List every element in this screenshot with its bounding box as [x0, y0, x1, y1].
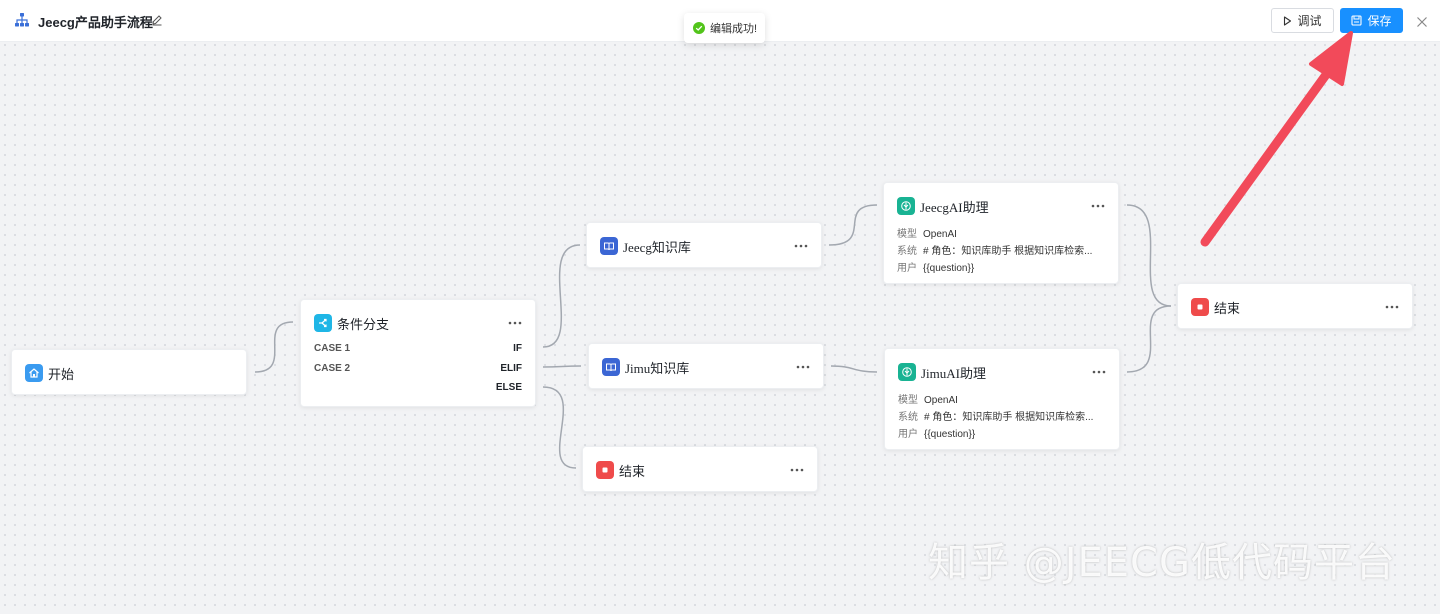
debug-button[interactable]: 调试 — [1271, 8, 1334, 33]
more-icon[interactable] — [795, 360, 811, 374]
model-key: 模型 — [897, 229, 917, 240]
book-icon — [600, 237, 618, 255]
play-icon — [1284, 15, 1292, 26]
more-icon[interactable] — [789, 463, 805, 477]
more-icon[interactable] — [507, 316, 523, 330]
case-condition: ELSE — [495, 382, 522, 393]
org-chart-icon — [15, 13, 29, 27]
user-row: 用户 {{question}} — [898, 425, 975, 440]
case-condition: IF — [513, 343, 522, 354]
branch-icon — [314, 314, 332, 332]
node-start[interactable]: 开始 — [11, 349, 247, 395]
model-value: OpenAI — [924, 395, 958, 406]
node-kb-jimu-title: Jimu知识库 — [625, 360, 690, 376]
system-key: 系统 — [898, 412, 918, 423]
model-row: 模型 OpenAI — [897, 225, 957, 240]
watermark: 知乎 @JEECG低代码平台 — [928, 540, 1396, 586]
system-row: 系统 # 角色：知识库助手 根据知识库检索... — [897, 242, 1092, 257]
edge-start-branch — [254, 321, 294, 373]
model-row: 模型 OpenAI — [898, 391, 958, 406]
node-kb-jeecg[interactable]: Jeecg知识库 — [586, 222, 822, 268]
check-circle-icon — [693, 22, 705, 34]
edit-title-icon[interactable] — [151, 14, 163, 26]
edge-ai-jeecg-end — [1126, 204, 1172, 307]
user-key: 用户 — [898, 429, 918, 440]
more-icon[interactable] — [1091, 365, 1107, 379]
more-icon[interactable] — [1384, 300, 1400, 314]
ai-icon — [897, 197, 915, 215]
edge-ai-jimu-end — [1126, 305, 1172, 373]
node-branch-title: 条件分支 — [337, 316, 390, 332]
edge-else-end-mid — [542, 386, 577, 469]
annotation-arrow — [1200, 31, 1353, 247]
node-end-mid[interactable]: 结束 — [582, 446, 818, 492]
debug-button-label: 调试 — [1297, 14, 1322, 28]
edge-elif-kb-jimu — [542, 365, 582, 368]
success-toast: 编辑成功! — [684, 13, 765, 43]
user-value: {{question}} — [923, 263, 975, 274]
node-end-final[interactable]: 结束 — [1177, 283, 1413, 329]
system-row: 系统 # 角色：知识库助手 根据知识库检索... — [898, 408, 1093, 423]
book-icon — [602, 358, 620, 376]
case-label: CASE 1 — [314, 343, 351, 354]
system-value: # 角色：知识库助手 根据知识库检索... — [924, 412, 1094, 423]
node-start-title: 开始 — [48, 366, 75, 382]
node-kb-jeecg-title: Jeecg知识库 — [623, 239, 691, 255]
node-ai-jeecg-title: JeecgAI助理 — [920, 199, 989, 215]
user-value: {{question}} — [924, 429, 976, 440]
user-key: 用户 — [897, 263, 917, 274]
ai-icon — [898, 363, 916, 381]
node-kb-jimu[interactable]: Jimu知识库 — [588, 343, 824, 389]
stop-icon — [596, 461, 614, 479]
case-condition: ELIF — [500, 363, 522, 374]
more-icon[interactable] — [793, 239, 809, 253]
save-icon — [1351, 15, 1363, 26]
node-end-final-title: 结束 — [1214, 300, 1241, 316]
stop-icon — [1191, 298, 1209, 316]
save-button-label: 保存 — [1367, 14, 1392, 28]
page-title: Jeecg产品助手流程 — [38, 15, 153, 30]
node-ai-jeecg[interactable]: JeecgAI助理 模型 OpenAI 系统 # 角色：知识库助手 根据知识库检索.… — [883, 182, 1119, 284]
user-row: 用户 {{question}} — [897, 259, 974, 274]
home-icon — [25, 364, 43, 382]
edge-kb-jeecg-ai-jeecg — [828, 204, 878, 246]
close-icon[interactable] — [1416, 16, 1428, 28]
branch-case-1: CASE 1 IF — [314, 343, 522, 354]
node-ai-jimu[interactable]: JimuAI助理 模型 OpenAI 系统 # 角色：知识库助手 根据知识库检索..… — [884, 348, 1120, 450]
node-ai-jimu-title: JimuAI助理 — [921, 365, 987, 381]
edge-if-kb-jeecg — [542, 244, 581, 348]
model-value: OpenAI — [923, 229, 957, 240]
edge-kb-jimu-ai-jimu — [830, 365, 878, 373]
branch-case-2: CASE 2 ELIF — [314, 363, 522, 374]
system-value: # 角色：知识库助手 根据知识库检索... — [923, 246, 1093, 257]
toast-message: 编辑成功! — [710, 23, 758, 35]
case-label: CASE 2 — [314, 363, 351, 374]
node-end-mid-title: 结束 — [619, 463, 646, 479]
system-key: 系统 — [897, 246, 917, 257]
model-key: 模型 — [898, 395, 918, 406]
save-button[interactable]: 保存 — [1340, 8, 1403, 33]
more-icon[interactable] — [1090, 199, 1106, 213]
node-branch[interactable]: 条件分支 CASE 1 IF CASE 2 ELIF ELSE — [300, 299, 536, 407]
